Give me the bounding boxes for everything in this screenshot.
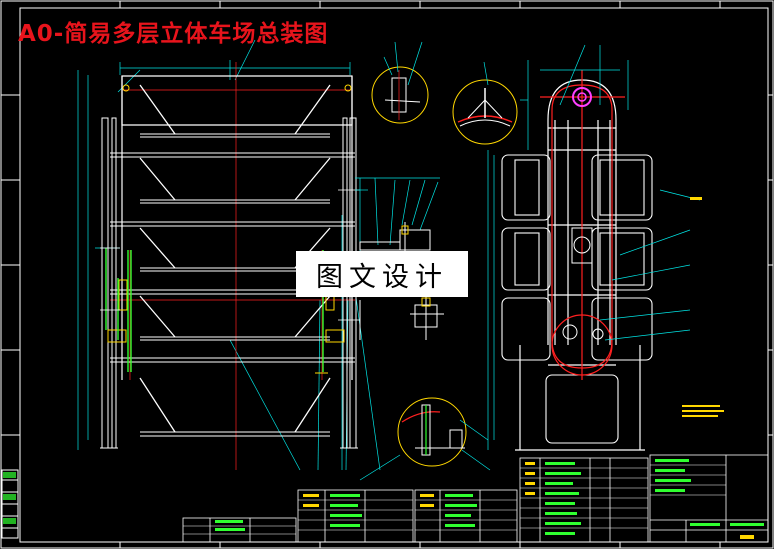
watermark-label: 图文设计 — [296, 251, 468, 297]
drawing-title: A0-简易多层立体车场总装图 — [18, 21, 329, 47]
side-view — [487, 44, 724, 451]
title-block — [182, 454, 769, 543]
detail-view-hanger-pin — [371, 41, 429, 124]
drive-unit-detail — [355, 177, 444, 340]
detail-view-sprocket-arm — [452, 61, 528, 145]
detail-view-guide-lock — [359, 397, 491, 481]
